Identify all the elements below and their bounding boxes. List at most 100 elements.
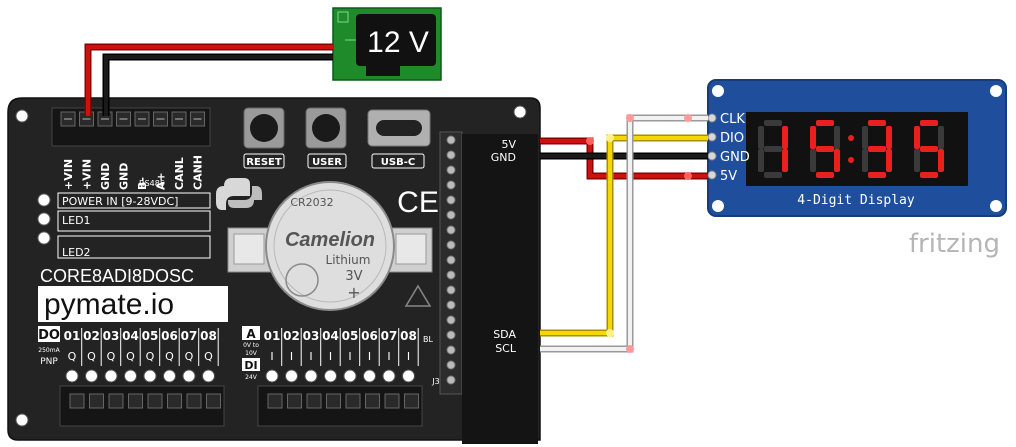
ce-mark: CE — [397, 186, 439, 219]
header-pin — [446, 315, 456, 325]
channel-led-icon — [163, 369, 176, 383]
wire-bend-point — [684, 172, 692, 180]
channel-row-label: Q — [204, 350, 213, 363]
coin-cell-model: CR2032 — [290, 196, 333, 209]
header-pin — [446, 165, 456, 175]
display-pin — [707, 170, 717, 180]
brand-logo: pymate.io — [44, 288, 174, 321]
terminal-screw — [186, 393, 202, 409]
terminal-screw — [108, 393, 124, 409]
user-label: USER — [312, 157, 342, 168]
terminal-screw — [345, 393, 361, 409]
terminal-screw — [306, 393, 322, 409]
channel-number: 03 — [303, 329, 320, 343]
terminal-screw — [167, 393, 182, 409]
header-pin — [446, 330, 456, 340]
channel-led-icon — [324, 369, 337, 383]
ai-title-box — [242, 326, 260, 340]
channel-number: 04 — [122, 329, 139, 343]
header-pin — [446, 195, 456, 205]
channel-led-icon — [304, 369, 318, 383]
terminal-screw — [384, 393, 400, 409]
display-pin — [707, 132, 717, 142]
channel-number: 01 — [64, 329, 81, 343]
segment-a — [816, 120, 834, 126]
reset-label-box — [243, 153, 285, 169]
di-sub: 24V — [245, 374, 258, 381]
usb-label-box — [371, 153, 425, 169]
mount-hole — [15, 109, 29, 123]
led1-icon — [37, 212, 51, 226]
segment-c — [886, 149, 892, 172]
channel-row-label: Q — [185, 350, 194, 363]
channel-row-label: I — [407, 350, 410, 363]
segment-f — [810, 126, 816, 149]
terminal-screw — [287, 393, 302, 409]
coin-cell-brand: Camelion — [285, 229, 375, 251]
channel-number: 06 — [161, 329, 178, 343]
user-button-cap — [312, 114, 340, 142]
coin-cell-battery — [265, 181, 395, 311]
terminal-label: B- — [136, 177, 149, 190]
segment-e — [758, 149, 764, 172]
led2-box — [57, 235, 211, 259]
segment-b — [782, 126, 788, 149]
coin-holder-tab — [233, 233, 265, 265]
channel-led-icon — [65, 369, 79, 383]
channel-led-icon — [104, 369, 118, 383]
channel-row-label: I — [270, 350, 273, 363]
channel-led-icon — [85, 369, 98, 383]
wire-gnd-psu — [104, 55, 333, 116]
channel-number: 04 — [322, 329, 339, 343]
segment-b — [938, 126, 944, 149]
pin-5v-label: 5V — [501, 138, 516, 151]
channel-led-icon — [363, 369, 376, 383]
channel-row-label: Q — [146, 350, 155, 363]
display-pin-label: 5V — [720, 169, 737, 184]
channel-number: 08 — [400, 329, 417, 343]
display-pin-label: CLK — [720, 112, 745, 127]
display-title: 4-Digit Display — [797, 193, 915, 208]
header-pin — [446, 135, 456, 145]
mount-hole — [712, 200, 724, 212]
channel-number: 02 — [83, 329, 100, 343]
di-title: DI — [244, 359, 257, 372]
usb-label: USB-C — [381, 157, 415, 168]
user-label-box — [307, 153, 347, 169]
channel-led-icon — [343, 369, 357, 383]
segment-e — [862, 149, 868, 172]
segment-d — [816, 172, 834, 178]
terminal-screw — [147, 393, 163, 409]
coin-cell-holder: CR2032 Camelion Lithium 3V + — [227, 181, 433, 311]
channel-row-label: Q — [126, 350, 135, 363]
header-pin — [446, 225, 456, 235]
ai-sub1: 0V to — [243, 342, 259, 349]
bottom-terminal-screws — [69, 393, 419, 409]
colon-dot — [848, 157, 854, 163]
segment-d — [868, 172, 886, 178]
wire-bend-point — [586, 137, 594, 145]
display-pin — [707, 151, 717, 161]
header-pin — [446, 345, 456, 355]
terminal-label: +VIN — [81, 159, 94, 190]
brand-plate — [38, 286, 228, 322]
channel-number: 05 — [142, 329, 159, 343]
channel-led-icon — [265, 369, 279, 383]
mount-hole — [15, 413, 29, 427]
display-pin — [707, 113, 717, 123]
bl-label: BL — [423, 335, 433, 344]
segment-c — [938, 149, 944, 172]
channel-led-icon — [285, 369, 298, 383]
channel-led-icon — [182, 369, 196, 383]
segment-g — [816, 146, 834, 152]
channel-row-label: Q — [68, 350, 77, 363]
terminal-label: +VIN — [62, 159, 75, 190]
reset-label: RESET — [246, 157, 282, 168]
wire-bend-point — [684, 114, 692, 122]
wire-bend-point — [626, 345, 634, 353]
header-pins — [446, 135, 456, 385]
